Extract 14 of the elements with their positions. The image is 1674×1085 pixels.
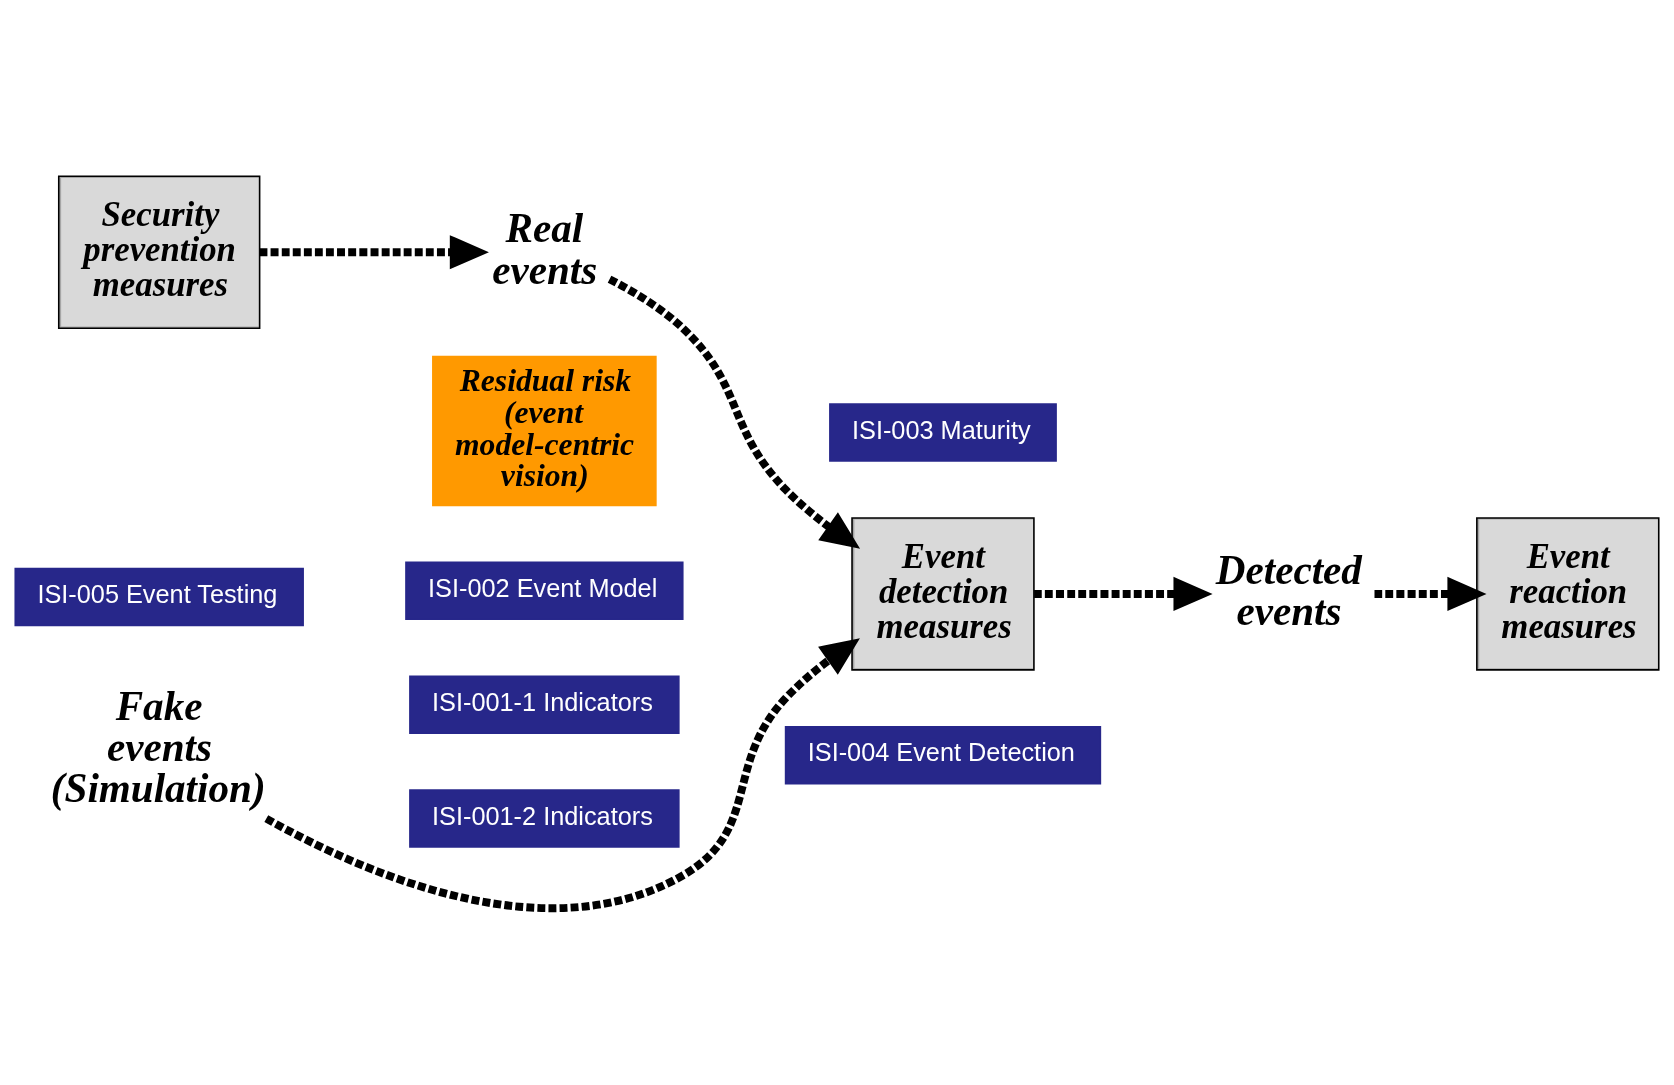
arrow — [264, 638, 860, 912]
node-box: Residual risk (event model-centric vision) — [432, 355, 657, 507]
node-box: ISI-003 Maturity — [829, 403, 1057, 462]
node-text: Detected events — [1215, 547, 1362, 635]
node-box: ISI-001-1 Indicators — [409, 675, 680, 734]
node-box: ISI-004 Event Detection — [784, 726, 1102, 785]
node-box: ISI-001-2 Indicators — [409, 789, 680, 848]
node-box: ISI-005 Event Testing — [14, 567, 304, 627]
node-text: Real events — [492, 205, 598, 293]
arrow — [1034, 576, 1213, 612]
arrow — [259, 235, 489, 270]
arrow — [607, 275, 861, 549]
node-text: Fake events (Simulation) — [50, 683, 266, 812]
node-box: ISI-002 Event Model — [405, 561, 684, 620]
